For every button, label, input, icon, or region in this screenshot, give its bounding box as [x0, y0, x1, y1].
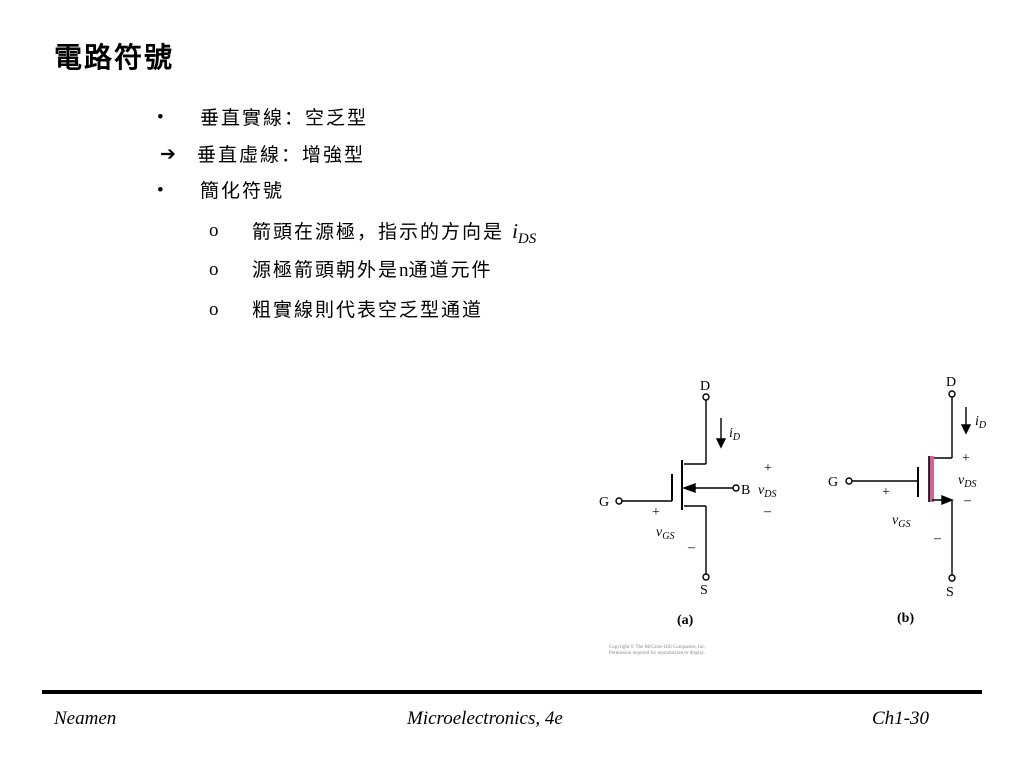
plus-gs-b: +	[882, 485, 890, 500]
footer-slide-number: Ch1-30	[872, 708, 929, 729]
minus-ds-a: –	[763, 504, 772, 519]
source-arrow-icon	[941, 494, 954, 506]
footer-book-title: Microelectronics, 4e	[407, 708, 563, 729]
depletion-channel-bar	[929, 456, 934, 502]
caption-a: (a)	[677, 613, 694, 628]
plus-gs-a: +	[652, 505, 660, 520]
labels-a: D S G B iD + vDS – + vGS – (a)	[599, 379, 776, 628]
label-gate-a: G	[599, 495, 609, 510]
label-vds-a: vDS	[758, 483, 776, 500]
mosfet-symbol-b	[845, 390, 972, 582]
body-terminal-a	[732, 484, 740, 492]
minus-ds-b: –	[963, 493, 972, 508]
slide-title: 電路符號	[54, 41, 175, 74]
label-drain-b: D	[946, 375, 956, 390]
label-body-a: B	[741, 483, 750, 498]
label-id-b: iD	[975, 414, 987, 431]
source-terminal-b	[948, 574, 956, 582]
body-arrow-icon	[681, 483, 696, 493]
gate-terminal-a	[615, 497, 623, 505]
gate-terminal-b	[845, 477, 853, 485]
label-source-b: S	[946, 585, 954, 600]
plus-ds-a: +	[764, 461, 772, 476]
drain-terminal-b	[948, 390, 956, 398]
footer-author: Neamen	[54, 708, 117, 729]
current-arrow-icon	[715, 438, 727, 449]
copyright-notice: Copyright © The McGraw-Hill Companies, I…	[609, 644, 706, 656]
label-id-a: iD	[729, 426, 741, 443]
caption-b: (b)	[897, 611, 914, 626]
footer-rule	[42, 690, 982, 694]
labels-b: D S G iD + vDS – + vGS – (b)	[828, 375, 987, 626]
label-drain-a: D	[700, 379, 710, 394]
label-vgs-b: vGS	[892, 513, 910, 530]
minus-gs-b: –	[933, 531, 942, 546]
current-arrow-icon	[960, 424, 972, 435]
label-vgs-a: vGS	[656, 525, 674, 542]
svg-text:Permission required for reprod: Permission required for reproduction or …	[609, 651, 705, 656]
minus-gs-a: –	[687, 540, 696, 555]
plus-ds-b: +	[962, 451, 970, 466]
mosfet-symbol-a	[615, 393, 740, 581]
label-vds-b: vDS	[958, 473, 976, 490]
label-gate-b: G	[828, 475, 838, 490]
source-terminal-a	[702, 573, 710, 581]
svg-text:Copyright © The McGraw-Hill Co: Copyright © The McGraw-Hill Companies, I…	[609, 644, 706, 650]
label-source-a: S	[700, 583, 708, 598]
drain-terminal-a	[702, 393, 710, 401]
